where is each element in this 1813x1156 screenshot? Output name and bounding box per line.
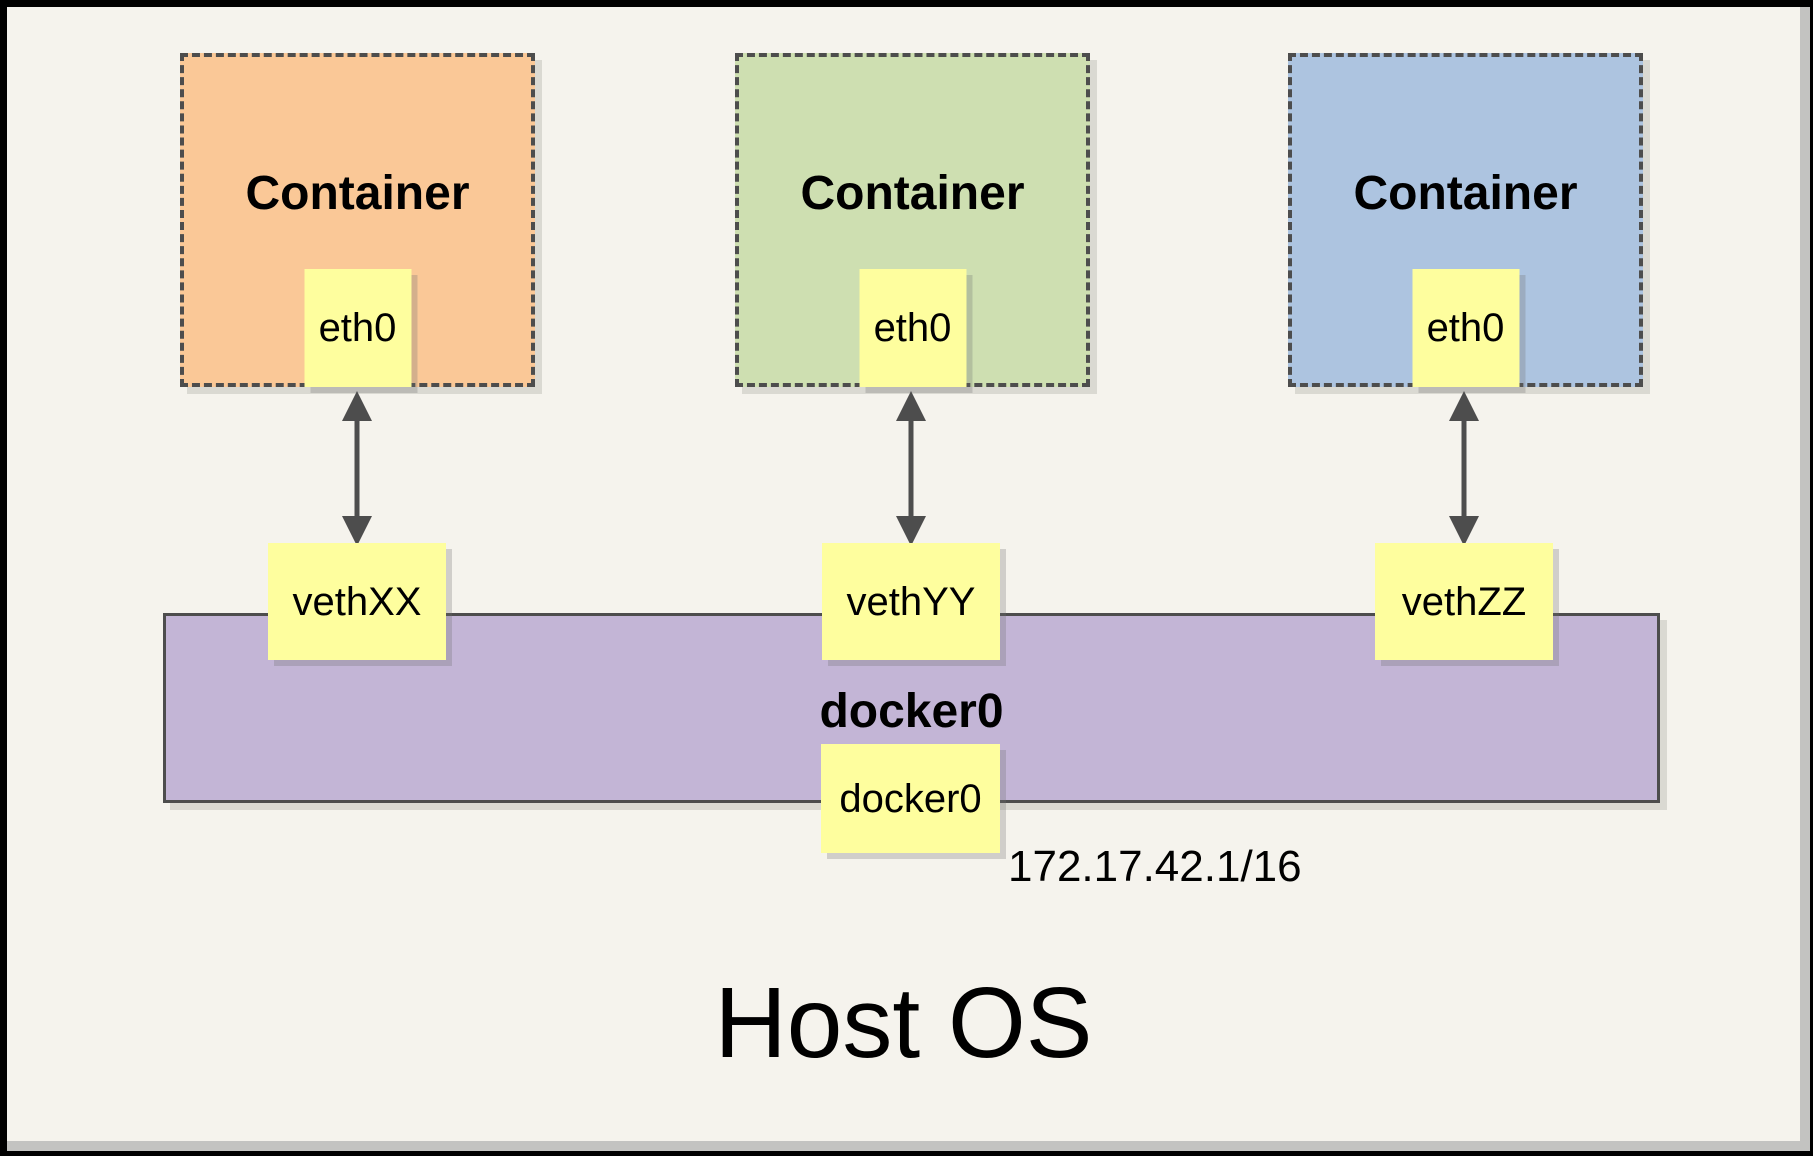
container-2-eth0-node: eth0 xyxy=(859,269,966,387)
container-node-1: Container eth0 xyxy=(180,53,535,387)
container-1-label: Container xyxy=(245,167,470,220)
vethXX-node: vethXX xyxy=(268,543,446,660)
vethYY-label: vethYY xyxy=(846,579,976,624)
vethZZ-node: vethZZ xyxy=(1375,543,1553,660)
container-node-3: Container eth0 xyxy=(1288,53,1643,387)
bridge-ip-label: 172.17.42.1/16 xyxy=(1008,842,1302,891)
host-os-label: Host OS xyxy=(714,967,1093,1079)
container-1-eth0-node: eth0 xyxy=(304,269,411,387)
container-3-eth0-node: eth0 xyxy=(1412,269,1519,387)
vethXX-label: vethXX xyxy=(292,579,422,624)
vethZZ-label: vethZZ xyxy=(1401,579,1527,624)
container-1-eth0-label: eth0 xyxy=(318,306,397,350)
container-3-eth0-label: eth0 xyxy=(1426,306,1505,350)
container-2-label: Container xyxy=(800,167,1025,220)
diagram-canvas: docker0 Container eth0 Container eth0 Co… xyxy=(7,7,1810,1151)
veth-arrow-2 xyxy=(896,391,926,546)
container-3-label: Container xyxy=(1353,167,1578,220)
container-node-2: Container eth0 xyxy=(735,53,1090,387)
veth-arrow-3 xyxy=(1449,391,1479,546)
docker0-bridge-label: docker0 xyxy=(819,685,1004,738)
docker0-interface-node: docker0 xyxy=(821,744,1000,853)
container-2-eth0-label: eth0 xyxy=(873,306,952,350)
veth-arrow-1 xyxy=(342,391,372,546)
docker0-interface-label: docker0 xyxy=(839,776,982,821)
vethYY-node: vethYY xyxy=(822,543,1000,660)
